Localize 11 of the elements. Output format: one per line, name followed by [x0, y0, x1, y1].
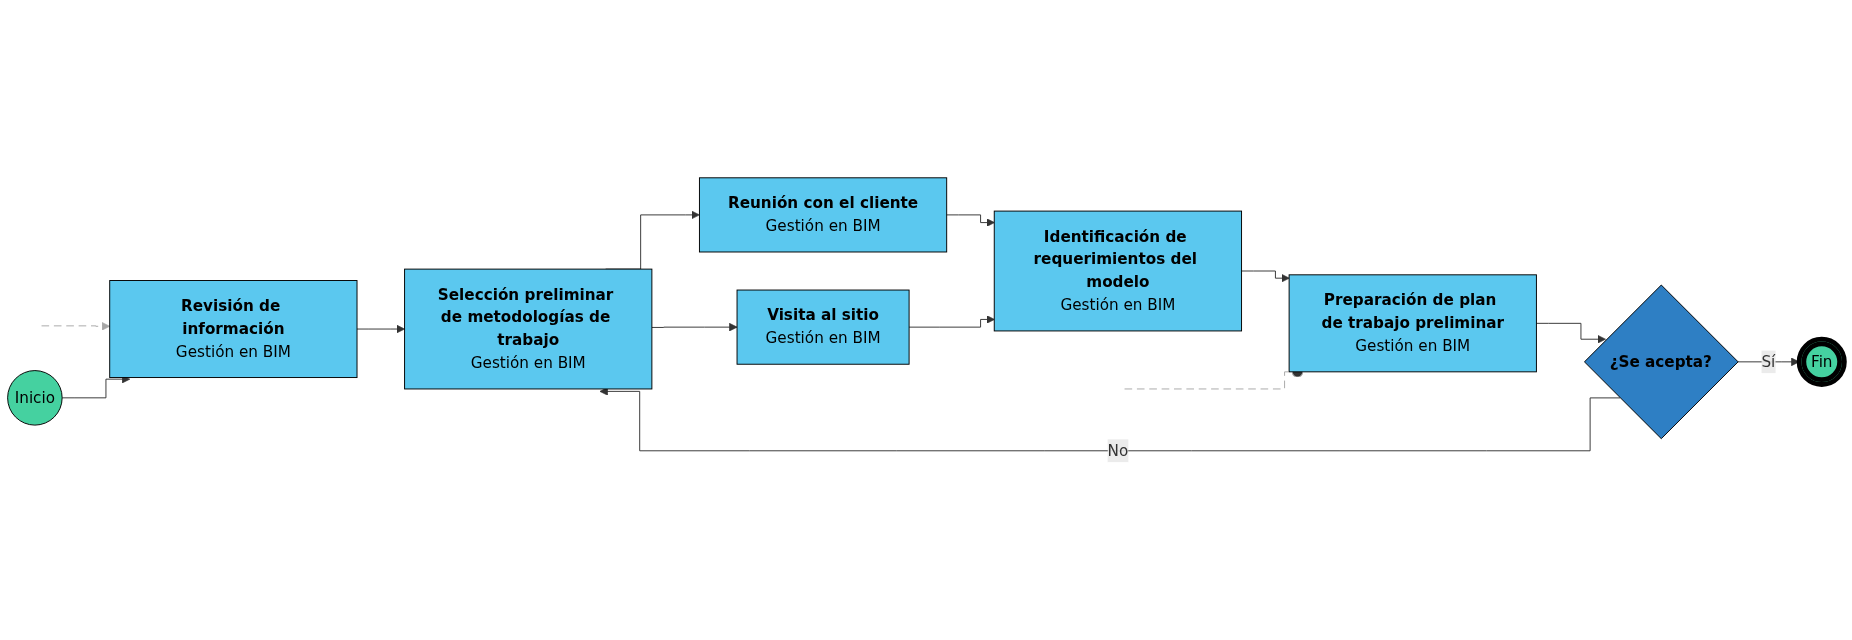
node-box: Revisión de información Gestión en BIM [109, 280, 358, 379]
node-box: Selección preliminar de metodologías de trabajo Gestión en BIM [404, 268, 653, 390]
node-circle: Inicio [7, 370, 63, 426]
node-box: Visita al sitio Gestión en BIM [736, 289, 910, 365]
node-box: Reunión con el cliente Gestión en BIM [698, 177, 948, 253]
edge-label: No [1107, 441, 1129, 460]
node-diamond: ¿Se acepta? [1583, 284, 1739, 440]
node-box: Preparación de plan de trabajo preliminar Gestión en BIM [1288, 274, 1537, 373]
node-box: Identificación de requerimientos del modelo Gestión en BIM [993, 210, 1243, 332]
edge-label: Sí [1761, 352, 1776, 371]
node-circle: Fin [1796, 336, 1847, 387]
